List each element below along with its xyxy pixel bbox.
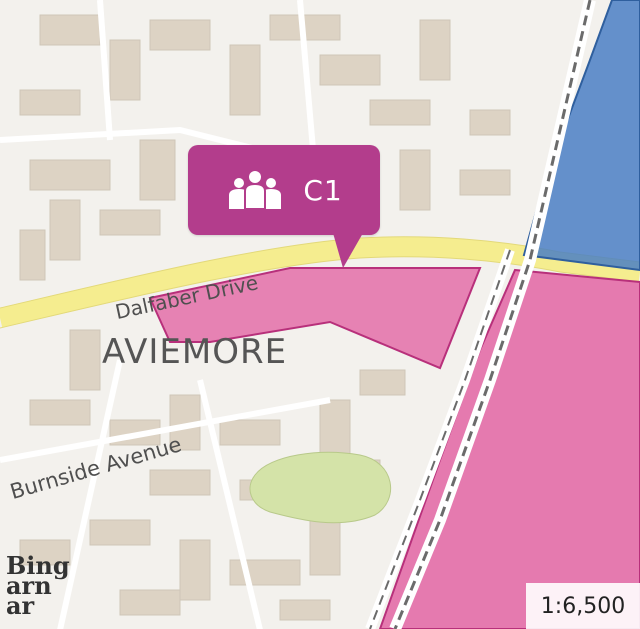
map-scale: 1:6,500 bbox=[526, 583, 640, 629]
callout-label: C1 bbox=[303, 173, 343, 207]
callout-pointer bbox=[333, 233, 363, 268]
zone-callout-marker[interactable]: C1 bbox=[188, 145, 380, 268]
map-label-fragment: Bing arn ar bbox=[6, 551, 70, 620]
building-footprints bbox=[19, 14, 511, 621]
town-label-aviemore: AVIEMORE bbox=[102, 332, 288, 372]
railway-lines bbox=[365, 0, 596, 629]
people-group-icon bbox=[229, 171, 282, 210]
minor-streets bbox=[0, 0, 331, 629]
green-area bbox=[249, 451, 391, 524]
zone-pink-dalfaber bbox=[148, 267, 482, 370]
map-label-fragment-line1: Bing bbox=[6, 551, 70, 580]
zone-blue bbox=[522, 0, 640, 272]
map-label-fragment-line3: ar bbox=[6, 591, 35, 620]
map-label-fragment-line2: arn bbox=[6, 571, 52, 600]
